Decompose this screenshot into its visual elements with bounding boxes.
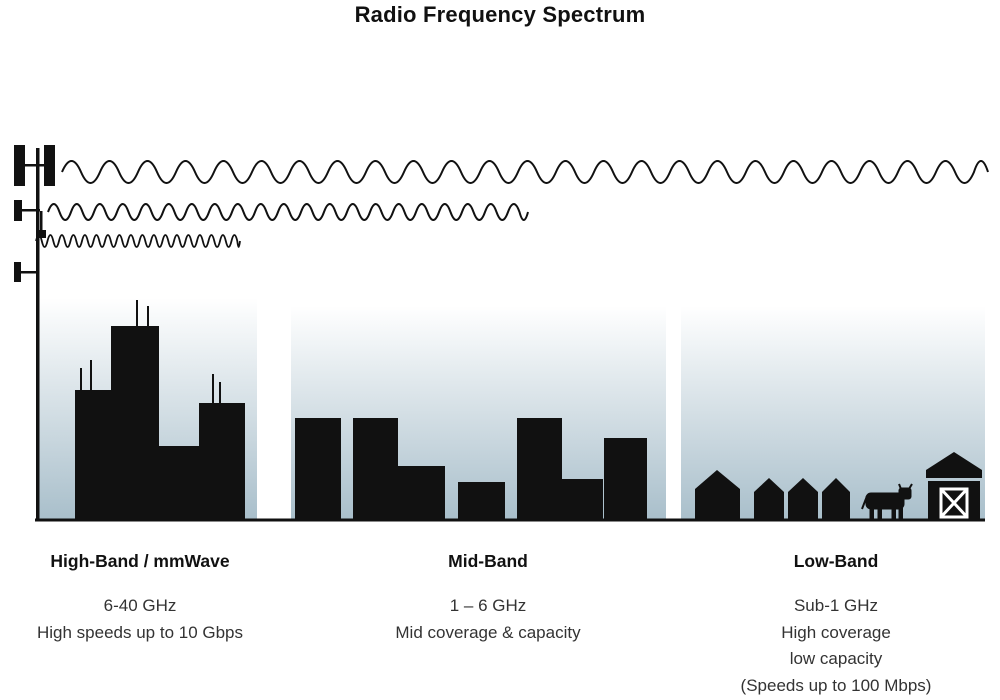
radio-wave-short-icon <box>35 234 241 248</box>
lowband-coverage: High coverage <box>781 622 891 642</box>
cell-tower-icon <box>14 145 55 520</box>
lowband-label-group: Low-Band Sub-1 GHz High coverage low cap… <box>696 551 976 699</box>
lowband-capacity: low capacity <box>789 649 883 668</box>
ground-baseline <box>35 518 985 522</box>
highband-label-group: High-Band / mmWave 6-40 GHz High speeds … <box>0 551 280 646</box>
midband-label-group: Mid-Band 1 – 6 GHz Mid coverage & capaci… <box>348 551 628 646</box>
highband-name: High-Band / mmWave <box>50 551 230 571</box>
city-skyline-icon <box>75 300 245 520</box>
highband-description: High speeds up to 10 Gbps <box>36 622 244 642</box>
midband-description: Mid coverage & capacity <box>395 622 581 642</box>
lowband-frequency: Sub-1 GHz <box>793 596 879 615</box>
houses-icon <box>695 470 850 520</box>
midband-name: Mid-Band <box>448 551 528 571</box>
midband-frequency: 1 – 6 GHz <box>449 596 527 615</box>
lowband-speed: (Speeds up to 100 Mbps) <box>740 675 932 695</box>
midrise-buildings-icon <box>295 418 647 520</box>
radio-wave-medium-icon <box>47 203 529 221</box>
highband-frequency: 6-40 GHz <box>103 596 177 615</box>
lowband-name: Low-Band <box>793 551 879 571</box>
radio-wave-long-icon <box>61 160 989 184</box>
barn-icon <box>926 452 982 520</box>
page-title: Radio Frequency Spectrum <box>354 2 646 27</box>
